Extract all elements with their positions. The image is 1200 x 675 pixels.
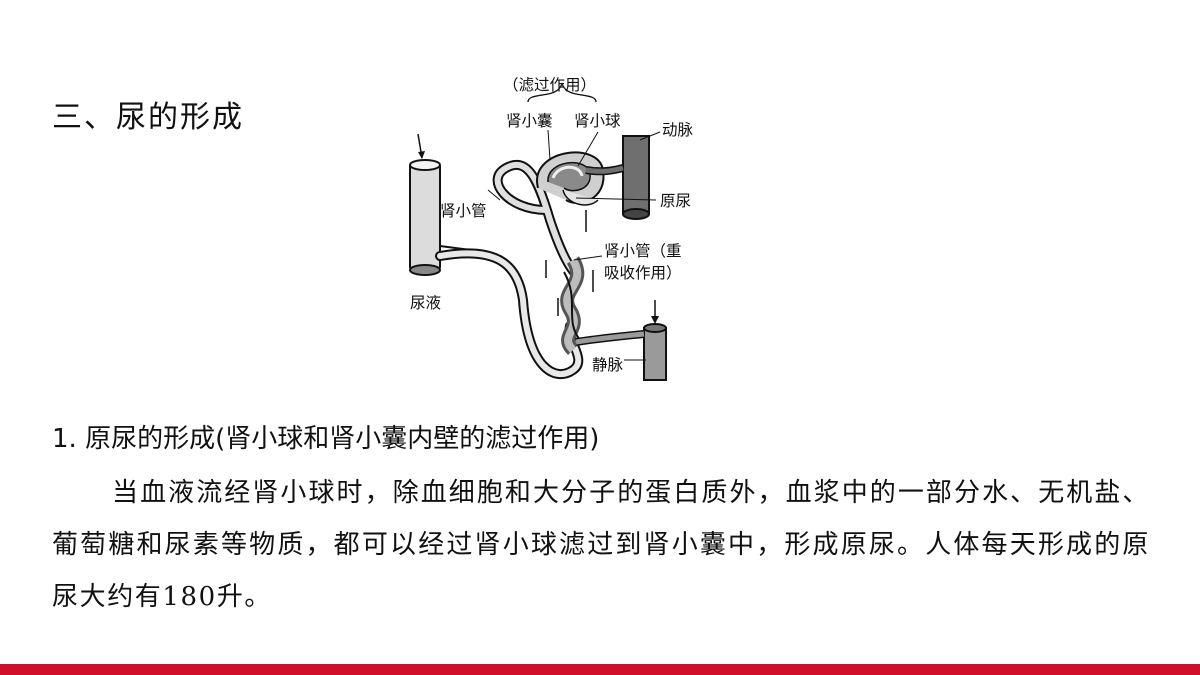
label-artery: 动脉 [662, 121, 694, 139]
body-paragraph: 当血液流经肾小球时，除血细胞和大分子的蛋白质外，血浆中的一部分水、无机盐、葡萄糖… [52, 478, 1150, 612]
label-glomerulus: 肾小球 [574, 112, 621, 130]
flow-arrows [545, 210, 594, 316]
subsection-title: 1. 原尿的形成(肾小球和肾小囊内壁的滤过作用) [52, 424, 600, 454]
collecting-duct [409, 133, 487, 276]
label-tubule: 肾小管 [440, 202, 487, 220]
glomerulus-capsule [536, 151, 605, 206]
vein-vessel [575, 300, 667, 381]
label-urine: 尿液 [410, 294, 441, 312]
label-vein: 静脉 [592, 356, 624, 374]
artery-vessel [585, 135, 650, 220]
label-capsule: 肾小囊 [506, 112, 553, 130]
tubule-coil [560, 256, 585, 355]
label-reabsorption-2: 吸收作用） [604, 264, 682, 282]
label-reabsorption-1: 肾小管（重 [604, 242, 682, 260]
section-title: 三、尿的形成 [52, 100, 244, 135]
label-filtration: （滤过作用） [503, 76, 596, 94]
nephron-diagram: （滤过作用） 肾小囊 肾小球 动脉 原尿 肾小管 肾小管（重 吸收作用） 尿液 … [409, 76, 694, 381]
footer-accent-bar [0, 664, 1200, 675]
label-primary-urine: 原尿 [660, 192, 691, 210]
